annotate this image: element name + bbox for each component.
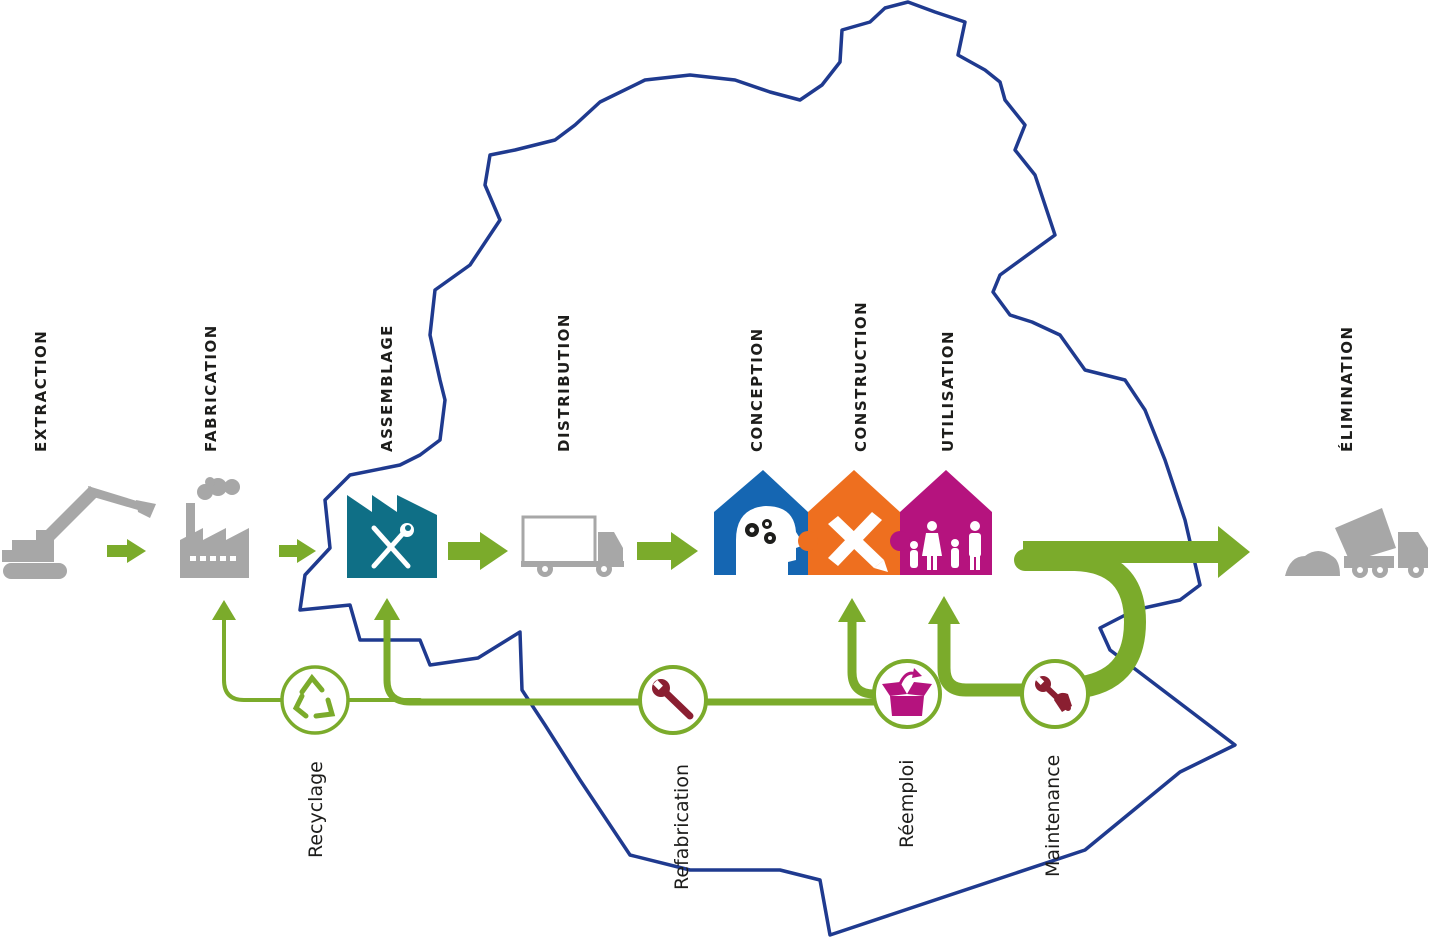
reemploi-loop	[847, 613, 879, 699]
truck-icon	[521, 515, 624, 577]
recyclage-circle	[280, 665, 350, 735]
loop-label-maintenance: Maintenance	[1042, 755, 1064, 877]
flow-arrow-4	[637, 532, 698, 570]
main-return-curve	[1014, 549, 1146, 699]
flow-arrows	[107, 526, 1250, 578]
arrowhead-utilisation	[928, 596, 960, 624]
excavator-icon	[2, 486, 156, 579]
stage-label-utilisation: UTILISATION	[939, 330, 957, 452]
loop-label-refabrication: Refabrication	[671, 764, 693, 890]
recycle-icon	[292, 673, 336, 719]
stage-label-conception: CONCEPTION	[748, 327, 766, 452]
family-icon	[890, 470, 992, 575]
maintenance-loop	[937, 611, 1037, 697]
loop-label-reemploi: Réemploi	[896, 760, 918, 848]
recyclage-loop	[222, 616, 422, 702]
maintenance-circle	[1020, 659, 1090, 729]
stage-label-assemblage: ASSEMBLAGE	[378, 324, 396, 452]
refabrication-loop	[383, 614, 884, 706]
refabrication-circle	[638, 665, 708, 735]
region-outline	[298, 0, 1237, 937]
stage-label-extraction: EXTRACTION	[32, 330, 50, 452]
arrowhead-assemblage	[374, 598, 400, 620]
head-gears-icon	[714, 470, 808, 575]
flow-arrow-3	[448, 532, 508, 570]
tools-factory-icon	[347, 495, 437, 578]
flow-arrow-main	[1023, 526, 1250, 578]
loop-label-recyclage: Recyclage	[305, 761, 327, 858]
wrench-icon	[652, 679, 694, 720]
ruler-pencil-icon	[798, 470, 900, 575]
factory-icon	[180, 477, 249, 578]
stage-label-distribution: DISTRIBUTION	[555, 313, 573, 452]
stage-label-construction: CONSTRUCTION	[852, 301, 870, 452]
dump-truck-icon	[1285, 508, 1428, 578]
arrowhead-construction	[838, 598, 866, 622]
hand-wrench-icon	[1035, 676, 1072, 712]
stage-label-fabrication: FABRICATION	[202, 324, 220, 452]
flow-arrow-2	[279, 539, 316, 563]
arrowhead-fabrication	[212, 600, 236, 620]
open-box-icon	[882, 668, 932, 716]
reemploi-circle	[872, 659, 942, 729]
flow-arrow-1	[107, 539, 146, 563]
stage-label-elimination: ÉLIMINATION	[1337, 325, 1356, 452]
loop-lines	[222, 549, 1146, 706]
